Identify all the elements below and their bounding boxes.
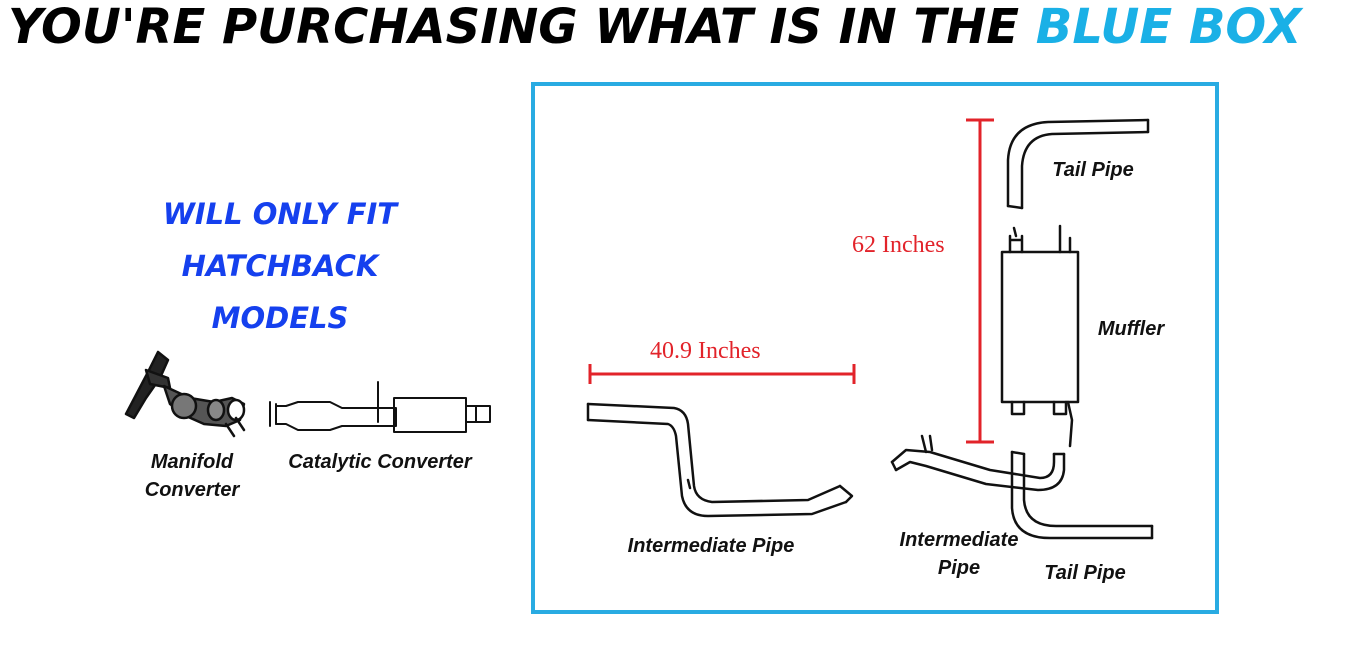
blue-box-frame — [531, 82, 1219, 614]
manifold-converter-drawing — [124, 350, 246, 438]
manifold-converter-line1: Manifold — [150, 451, 234, 473]
length-dimension-label: 40.9 Inches — [650, 338, 761, 364]
intermediate-pipe-left-label: Intermediate Pipe — [627, 535, 795, 557]
dimension-lines — [588, 118, 994, 444]
length-dimension-line — [588, 364, 856, 384]
intermediate-pipe-left-drawing — [586, 402, 854, 518]
manifold-converter-line2: Converter — [144, 479, 240, 501]
page-headline: YOU'RE PURCHASING WHAT IS IN THE BLUE BO… — [8, 0, 1302, 54]
intermediate-pipe-right-drawing — [890, 434, 1066, 492]
intermediate-pipe-right-line2: Pipe — [937, 557, 981, 579]
tail-pipe-bottom-drawing — [1010, 450, 1154, 540]
tail-pipe-top-drawing — [1006, 118, 1150, 210]
fit-note-line1: WILL ONLY FIT HATCHBACK — [162, 197, 398, 283]
catalytic-converter-label: Catalytic Converter — [288, 451, 472, 473]
intermediate-pipe-right-line1: Intermediate — [899, 529, 1019, 551]
fit-note-line2: MODELS — [211, 301, 349, 335]
height-dimension-label: 62 Inches — [852, 232, 945, 258]
tail-pipe-bottom-label: Tail Pipe — [1044, 562, 1126, 584]
muffler-drawing — [1000, 224, 1080, 448]
muffler-label: Muffler — [1097, 318, 1165, 340]
intermediate-pipe-right-label: Intermediate Pipe — [884, 526, 1034, 582]
headline-accent-blue-box: BLUE BOX — [1035, 0, 1302, 55]
fit-note: WILL ONLY FIT HATCHBACK MODELS — [60, 188, 500, 344]
height-dimension-line — [966, 118, 994, 444]
headline-text: YOU'RE PURCHASING WHAT IS IN THE — [8, 0, 1020, 55]
tail-pipe-top-label: Tail Pipe — [1052, 159, 1134, 181]
catalytic-converter-drawing — [269, 381, 491, 433]
manifold-converter-label: Manifold Converter — [122, 448, 262, 504]
